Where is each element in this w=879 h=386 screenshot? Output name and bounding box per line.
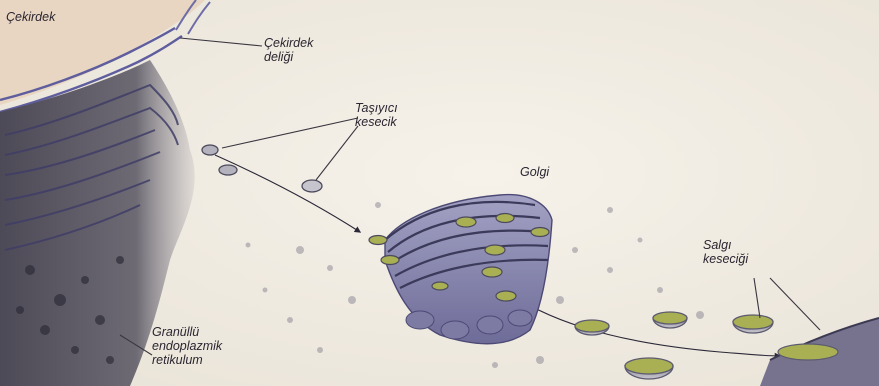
label-nuclear-pore-line1: Çekirdek <box>264 36 313 50</box>
label-rough-er: Granüllü endoplazmik retikulum <box>152 325 222 367</box>
label-secretory-vesicle-line1: Salgı <box>703 238 748 252</box>
label-rough-er-line3: retikulum <box>152 353 222 367</box>
label-golgi: Golgi <box>520 165 549 179</box>
label-rough-er-line2: endoplazmik <box>152 339 222 353</box>
label-nucleus: Çekirdek <box>6 10 55 24</box>
label-transport-vesicle-line1: Taşıyıcı <box>355 101 398 115</box>
label-nuclear-pore: Çekirdek deliği <box>264 36 313 64</box>
label-nucleus-text: Çekirdek <box>6 10 55 24</box>
label-nuclear-pore-line2: deliği <box>264 50 313 64</box>
label-secretory-vesicle-line2: keseciği <box>703 252 748 266</box>
label-secretory-vesicle: Salgı keseciği <box>703 238 748 266</box>
label-transport-vesicle-line2: kesecik <box>355 115 398 129</box>
label-rough-er-line1: Granüllü <box>152 325 222 339</box>
label-transport-vesicle: Taşıyıcı kesecik <box>355 101 398 129</box>
label-golgi-text: Golgi <box>520 165 549 179</box>
